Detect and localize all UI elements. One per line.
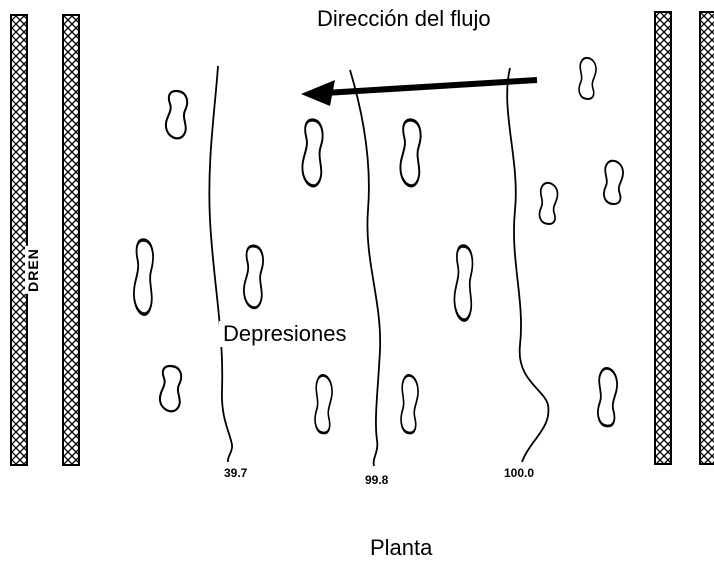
drain-label: DREN [25, 246, 41, 294]
depression-icon [242, 244, 265, 310]
contour-label-3: 100.0 [504, 466, 534, 480]
depression-icon [158, 364, 183, 413]
plan-label: Planta [370, 535, 433, 560]
drain-hatch-icon [10, 14, 28, 466]
depression-icon [399, 373, 420, 435]
depression-icon [398, 118, 423, 188]
right-drain [654, 11, 714, 465]
depression-icon [132, 238, 155, 316]
depression-icon [300, 118, 325, 188]
depressions-label: Depresiones [219, 321, 351, 347]
depression-icon [578, 56, 598, 100]
contour-label-1: 39.7 [224, 466, 248, 480]
depression-icon [602, 159, 625, 206]
drain-hatch-icon [654, 11, 672, 465]
contour-label-2: 99.8 [365, 473, 389, 487]
depression-icon [313, 373, 334, 435]
contour-lines [208, 65, 550, 467]
left-drain [10, 14, 80, 466]
drain-hatch-icon [62, 14, 80, 466]
flow-direction-label: Dirección del flujo [317, 6, 491, 31]
contour-line-1 [208, 65, 233, 463]
depression-icon [538, 181, 559, 225]
drain-hatch-icon [699, 11, 714, 465]
depression-icon [452, 244, 475, 322]
flow-arrow-icon [301, 77, 538, 106]
contour-line-2 [349, 69, 382, 467]
depression-icon [596, 366, 619, 428]
depression-icon [164, 89, 189, 140]
contour-line-3 [506, 67, 550, 463]
